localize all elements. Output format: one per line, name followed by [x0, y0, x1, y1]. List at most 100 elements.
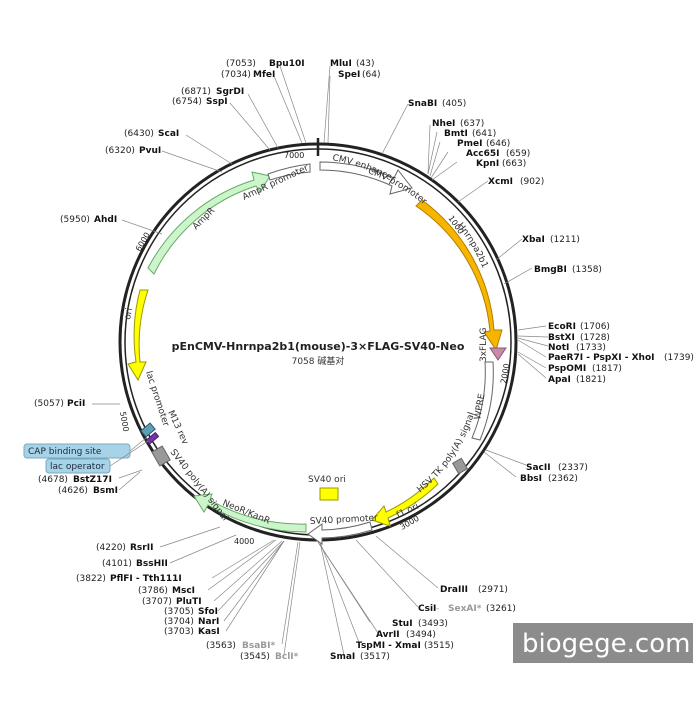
- site-bbsi[interactable]: BbsI: [520, 474, 542, 484]
- pos-draiii: (2971): [478, 585, 508, 595]
- site-pvui[interactable]: PvuI: [139, 146, 161, 156]
- site-bsshii[interactable]: BssHII: [136, 559, 168, 569]
- site-bsmi[interactable]: BsmI: [93, 486, 118, 496]
- pos-ahdi: (5950): [60, 215, 90, 225]
- pos-pmei: (646): [486, 139, 510, 149]
- site-apai[interactable]: ApaI: [548, 375, 571, 385]
- site-bmgbi[interactable]: BmgBI: [534, 265, 567, 275]
- label-sv40-polya: SV40 poly(A) signal: [168, 448, 230, 523]
- pos-xcmi: (902): [520, 177, 544, 187]
- pos-pspomi: (1817): [592, 364, 622, 374]
- pos-bstz17i: (4678): [38, 475, 68, 485]
- pos-bmgbi: (1358): [572, 265, 602, 275]
- site-rsrii[interactable]: RsrII: [130, 543, 153, 553]
- pos-bstxi: (1728): [580, 333, 610, 343]
- site-ahdi[interactable]: AhdI: [94, 215, 117, 225]
- feature-cmv-enhancer: [319, 161, 413, 195]
- site-snabi[interactable]: SnaBI: [408, 99, 437, 109]
- site-paer7i[interactable]: PaeR7I - PspXI - XhoI: [548, 353, 654, 363]
- site-sexai[interactable]: SexAI*: [448, 604, 482, 614]
- pos-bsshii: (4101): [102, 559, 132, 569]
- pos-pvui: (6320): [105, 146, 135, 156]
- pos-mlui: (43): [356, 59, 374, 69]
- label-hsv-tk-polya: HSV TK poly(A) signal: [415, 411, 477, 495]
- site-sgrdi[interactable]: SgrDI: [216, 87, 244, 97]
- pos-sfoi: (3705): [164, 607, 194, 617]
- site-pcii[interactable]: PciI: [67, 399, 85, 409]
- pos-stui: (3493): [418, 619, 448, 629]
- site-kasi[interactable]: KasI: [198, 627, 220, 637]
- site-leader-lines: [92, 65, 549, 656]
- site-pmei[interactable]: PmeI: [457, 139, 482, 149]
- watermark-text: biogege.com: [522, 629, 690, 659]
- site-stui[interactable]: StuI: [392, 619, 413, 629]
- pos-avrii: (3494): [406, 630, 436, 640]
- site-mfei[interactable]: MfeI: [253, 70, 275, 80]
- pos-scai: (6430): [124, 129, 154, 139]
- site-nari[interactable]: NarI: [198, 617, 219, 627]
- site-sspi[interactable]: SspI: [206, 97, 228, 107]
- label-m13-rev: M13 rev: [165, 409, 190, 447]
- tick-2000: 2000: [499, 363, 511, 385]
- site-bstxi[interactable]: BstXI: [548, 333, 575, 343]
- pos-sspi: (6754): [172, 97, 202, 107]
- pos-csii: (3261): [486, 604, 516, 614]
- pos-pflfi: (3822): [76, 574, 106, 584]
- site-pspomi[interactable]: PspOMI: [548, 364, 586, 374]
- watermark-box: [513, 623, 693, 663]
- tick-4000: 4000: [234, 537, 254, 546]
- feature-wpre: [471, 361, 494, 441]
- pos-smai: (3517): [360, 652, 390, 662]
- pos-snabi: (405): [442, 99, 466, 109]
- pos-pluti: (3707): [142, 597, 172, 607]
- site-csii-sep: -: [436, 604, 439, 614]
- sites-right: MluI (43) SpeI (64) SnaBI (405) NheI (63…: [330, 59, 694, 484]
- site-acc65i[interactable]: Acc65I: [466, 149, 500, 159]
- site-bmti[interactable]: BmtI: [444, 129, 468, 139]
- site-bcli[interactable]: BclI*: [275, 652, 299, 662]
- site-xcmi[interactable]: XcmI: [488, 177, 513, 187]
- site-mlui[interactable]: MluI: [330, 59, 352, 69]
- site-sacii[interactable]: SacII: [526, 463, 551, 473]
- site-csii[interactable]: CsiI: [418, 604, 436, 614]
- pos-mfei: (7034): [221, 70, 251, 80]
- pos-nhei: (637): [460, 119, 484, 129]
- site-sfoi[interactable]: SfoI: [198, 607, 218, 617]
- plasmid-title: pEnCMV-Hnrnpa2b1(mouse)-3×FLAG-SV40-Neo: [172, 340, 465, 353]
- pos-bpu10i: (7053): [226, 59, 256, 69]
- site-noti[interactable]: NotI: [548, 343, 569, 353]
- site-kpni[interactable]: KpnI: [476, 159, 499, 169]
- site-tspmi[interactable]: TspMI - XmaI: [356, 641, 421, 651]
- feature-lac-operator-mark: [145, 431, 160, 445]
- feature-ampr: [147, 171, 271, 275]
- cap-binding-site-label: CAP binding site: [28, 447, 102, 457]
- site-msci[interactable]: MscI: [172, 586, 195, 596]
- site-nhei[interactable]: NheI: [432, 119, 455, 129]
- site-ecori[interactable]: EcoRI: [548, 322, 576, 332]
- pos-paer7i: (1739): [664, 353, 694, 363]
- label-sv40-promoter: SV40 promoter: [310, 513, 379, 527]
- site-scai[interactable]: ScaI: [158, 129, 179, 139]
- site-bstz17i[interactable]: BstZ17I: [73, 475, 112, 485]
- site-xbai[interactable]: XbaI: [522, 235, 545, 245]
- pos-sgrdi: (6871): [181, 87, 211, 97]
- site-bpu10i[interactable]: Bpu10I: [269, 59, 305, 69]
- pos-xbai: (1211): [550, 235, 580, 245]
- tick-5000: 5000: [118, 411, 130, 433]
- tick-7000: 7000: [284, 151, 304, 160]
- site-pflfi[interactable]: PflFI - Tth111I: [110, 574, 182, 584]
- site-bsabi[interactable]: BsaBI*: [242, 641, 275, 651]
- label-sv40-ori: SV40 ori: [308, 475, 346, 485]
- site-draiii[interactable]: DraIII: [440, 585, 468, 595]
- site-avrii[interactable]: AvrII: [376, 630, 400, 640]
- plasmid-size: 7058 碱基对: [292, 355, 345, 367]
- site-smai[interactable]: SmaI: [330, 652, 355, 662]
- pos-kasi: (3703): [164, 627, 194, 637]
- pos-acc65i: (659): [506, 149, 530, 159]
- pos-nari: (3704): [164, 617, 194, 627]
- site-spei[interactable]: SpeI: [338, 70, 360, 80]
- site-pluti[interactable]: PluTI: [176, 597, 202, 607]
- pos-kpni: (663): [502, 159, 526, 169]
- label-lac-promoter: lac promoter: [143, 370, 170, 428]
